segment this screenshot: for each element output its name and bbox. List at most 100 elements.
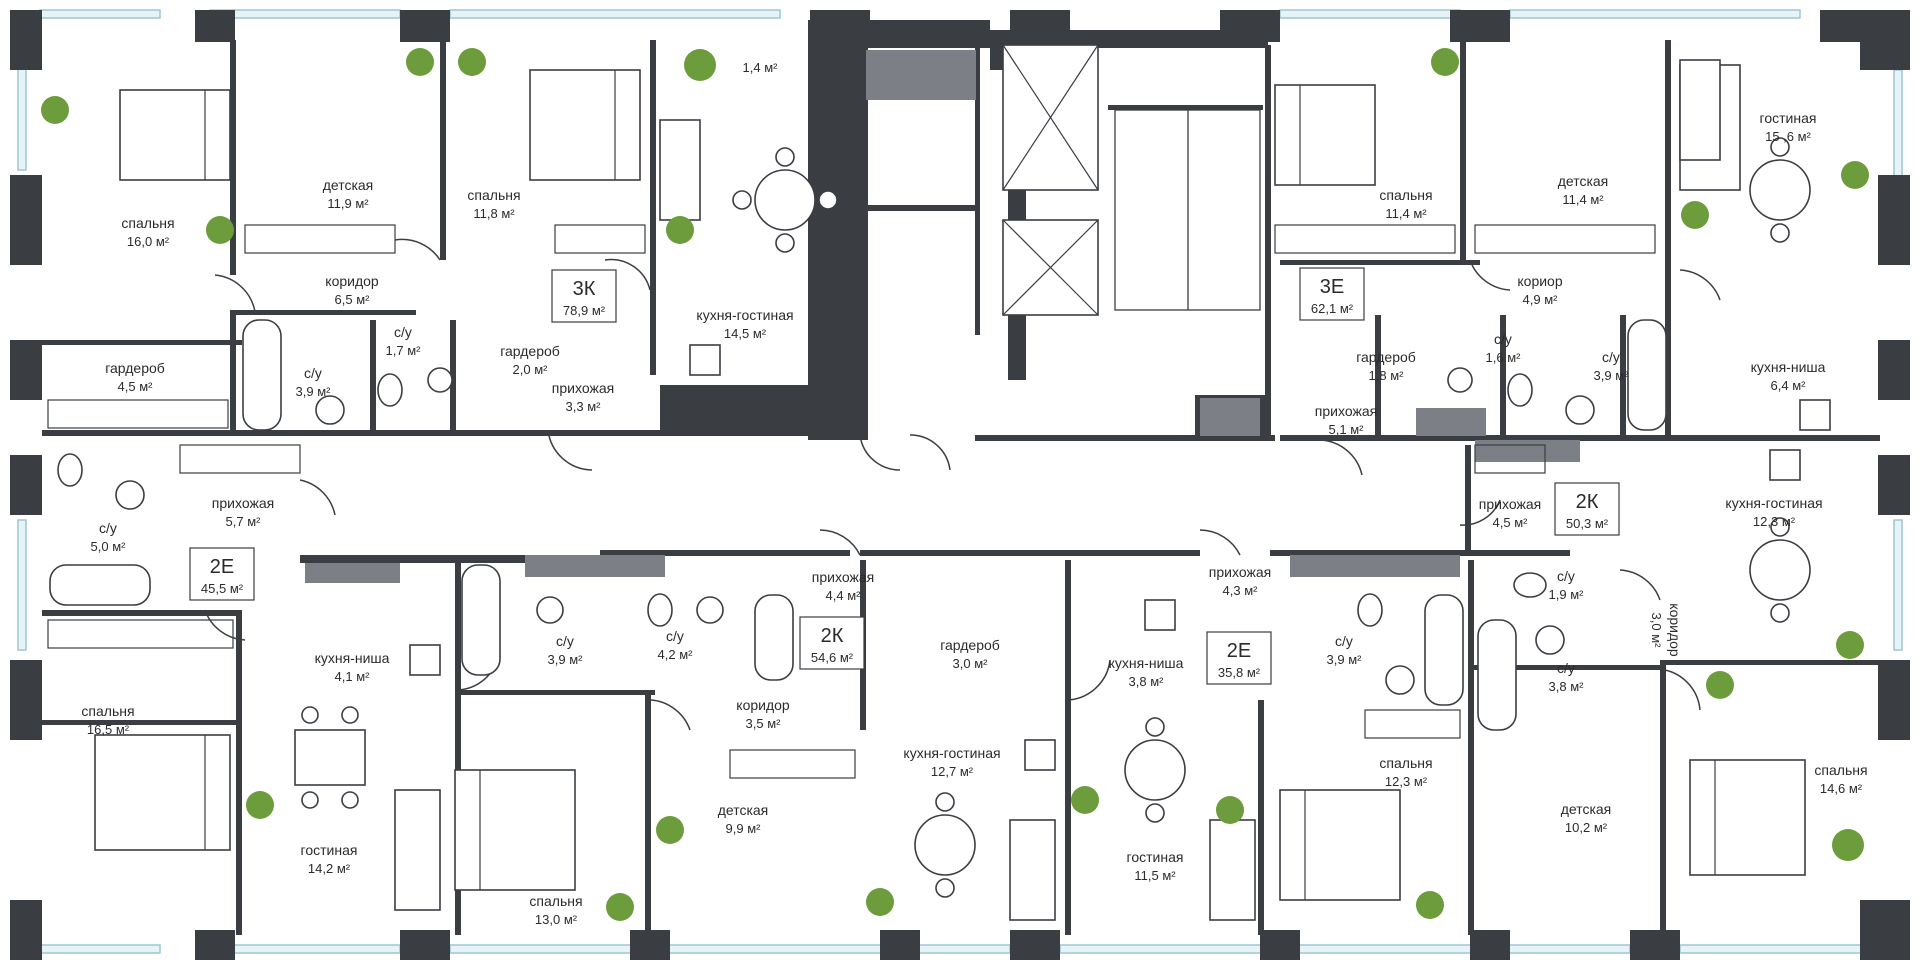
room-name: детская — [1561, 801, 1612, 817]
room-area: 13,0 м² — [535, 912, 578, 927]
room-label: с/у1,6 м² — [1486, 331, 1522, 365]
room-area: 4,5 м² — [118, 379, 154, 394]
room-area: 11,8 м² — [473, 206, 515, 221]
apartment-code: 2Е — [210, 556, 234, 578]
room-label: с/у 3,9 м² — [1327, 633, 1363, 667]
room-name: гардероб — [500, 343, 560, 359]
table-icon — [294, 159, 1811, 876]
room-area: 16,5 м² — [87, 722, 130, 737]
room-name: кухня-гостиная — [696, 307, 793, 323]
room-label: спальня 16,5 м² — [81, 703, 134, 737]
room-name: кухня-гостиная — [1725, 495, 1822, 511]
apartment-code: 3К — [573, 278, 596, 300]
room-area: 5,7 м² — [226, 514, 262, 529]
stairs-icon — [1114, 109, 1261, 311]
room-name: детская — [718, 802, 769, 818]
room-label: с/у3,9 м² — [296, 365, 332, 399]
room-area: 4,9 м² — [1523, 292, 1559, 307]
room-name: гостиная — [1760, 110, 1817, 126]
room-label: кориор 4,9 м² — [1517, 273, 1562, 307]
apartment-total-area: 54,6 м² — [811, 650, 854, 665]
room-area: 3,8 м² — [1549, 679, 1585, 694]
room-name: спальня — [1379, 187, 1432, 203]
room-name: с/у — [666, 628, 684, 644]
apartment-labels: 3К 78,9 м² 3Е 62,1 м² 2Е 45,5 м² 2К 54,6… — [189, 267, 1620, 685]
room-label: гардероб 2,0 м² — [500, 343, 560, 377]
apartment-code: 2К — [821, 625, 844, 647]
room-area: 12,3 м² — [1385, 774, 1428, 789]
apartment-total-area: 35,8 м² — [1218, 665, 1261, 680]
room-area: 3,8 м² — [1129, 674, 1165, 689]
room-name: спальня — [467, 187, 520, 203]
room-name: гардероб — [940, 637, 1000, 653]
room-area: 3,0 м² — [1649, 613, 1664, 649]
room-area: 11,4 м² — [1385, 206, 1427, 221]
room-area: 14,6 м² — [1820, 781, 1863, 796]
room-area: 1,7 м² — [386, 343, 422, 358]
room-name: кухня-гостиная — [903, 745, 1000, 761]
apartment-label-2e-left: 2Е 45,5 м² — [189, 547, 255, 601]
room-area: 14,5 м² — [724, 326, 767, 341]
exterior-columns — [10, 10, 1910, 960]
room-area: 3,9 м² — [1327, 652, 1363, 667]
room-name: кориор — [1517, 273, 1562, 289]
apartment-label-3e: 3Е 62,1 м² — [1299, 267, 1365, 321]
room-area: 3,3 м² — [566, 399, 602, 414]
room-name: спальня — [1814, 762, 1867, 778]
room-area: 16,0 м² — [127, 234, 170, 249]
room-name: с/у — [99, 520, 117, 536]
apartment-label-2e-center: 2Е 35,8 м² — [1206, 631, 1272, 685]
room-label: кухня-гостиная 14,5 м² — [696, 307, 793, 341]
room-name: с/у — [1335, 633, 1353, 649]
room-name: гардероб — [105, 360, 165, 376]
room-label: кухня-ниша 4,1 м² — [315, 650, 390, 684]
room-labels: спальня 16,0 м² детская 11,9 м² спальня 11,… — [81, 60, 1867, 927]
room-name: прихожая — [552, 380, 614, 396]
room-area: 4,1 м² — [335, 669, 371, 684]
room-name: коридор — [325, 273, 379, 289]
apartment-code: 3Е — [1320, 276, 1344, 298]
room-name: прихожая — [1479, 496, 1541, 512]
room-label: с/у3,9 м² — [548, 633, 584, 667]
room-label: спальня 11,4 м² — [1379, 187, 1432, 221]
room-area: 4,4 м² — [826, 588, 862, 603]
room-area: 3,9 м² — [1594, 368, 1630, 383]
room-label: кухня-гостиная 12,7 м² — [903, 745, 1000, 779]
room-label: с/у3,9 м² — [1594, 349, 1630, 383]
room-name: детская — [323, 177, 374, 193]
room-label: гардероб 4,5 м² — [105, 360, 165, 394]
room-area: 4,5 м² — [1493, 515, 1529, 530]
room-area: 12,7 м² — [931, 764, 974, 779]
room-name: с/у — [1557, 568, 1575, 584]
wardrobe-hatching — [47, 224, 1656, 779]
bathtub-icon — [49, 319, 1667, 731]
room-area: 11,9 м² — [327, 196, 369, 211]
room-label: 1,4 м² — [743, 60, 779, 75]
room-area: 4,2 м² — [658, 647, 694, 662]
room-name: кухня-ниша — [315, 650, 390, 666]
room-area: 11,5 м² — [1134, 868, 1176, 883]
room-area: 3,9 м² — [548, 652, 584, 667]
room-name: кухня-ниша — [1751, 359, 1826, 375]
toilet-icon — [57, 373, 1547, 627]
room-area: 1,8 м² — [1369, 368, 1405, 383]
room-area: 1,9 м² — [1549, 587, 1585, 602]
room-area: 2,0 м² — [513, 362, 549, 377]
room-area: 3,5 м² — [746, 716, 782, 731]
room-name: спальня — [81, 703, 134, 719]
room-label: прихожая 4,5 м² — [1479, 496, 1541, 530]
room-label: с/у1,7 м² — [386, 324, 422, 358]
